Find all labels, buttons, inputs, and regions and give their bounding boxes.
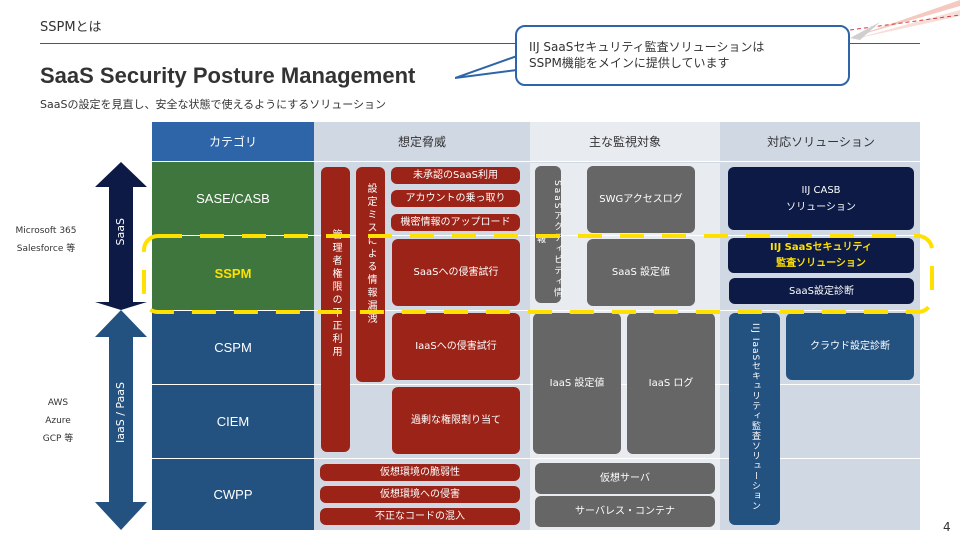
page-title: SaaS Security Posture Management: [40, 63, 416, 88]
threat-account-takeover: アカウントの乗っ取り: [391, 190, 520, 207]
category-cspm: CSPM: [152, 311, 314, 384]
page-number: 4: [943, 520, 951, 534]
header-targets: 主な監視対象: [530, 122, 720, 161]
sspm-highlight-frame: [142, 234, 934, 314]
target-virtual-server: 仮想サーバ: [535, 463, 715, 494]
solution-iij-saas-audit[interactable]: IIJ SaaSセキュリティ 監査ソリューション: [728, 238, 914, 273]
category-cwpp: CWPP: [152, 459, 314, 530]
row-divider: [152, 161, 920, 162]
saas-arrow-shape: [95, 162, 147, 310]
solution-iij-iaas-audit[interactable]: IIJ IaaSセキュリティ監査ソリューション: [729, 313, 780, 525]
threat-secret-upload: 機密情報のアップロード: [391, 214, 520, 231]
category-sspm: SSPM: [152, 236, 314, 310]
solution-iij-saas-audit-line2: 監査ソリューション: [776, 257, 866, 269]
solution-saas-config-diagnosis[interactable]: SaaS設定診断: [729, 278, 914, 304]
target-iaas-config: IaaS 設定値: [533, 313, 621, 454]
header-category: カテゴリ: [152, 122, 314, 161]
callout-box: IIJ SaaSセキュリティ監査ソリューションは SSPM機能をメインに提供して…: [515, 25, 850, 86]
threat-admin-misuse: 管理者権限の不正利用: [321, 167, 350, 452]
threat-vm-vulnerability: 仮想環境の脆弱性: [320, 464, 520, 481]
threat-saas-intrusion: SaaSへの侵害試行: [392, 239, 520, 306]
header-threats: 想定脅威: [316, 122, 528, 161]
iaas-example-2: Azure: [45, 416, 71, 426]
threat-vm-intrusion: 仮想環境への侵害: [320, 486, 520, 503]
iaas-examples: AWS Azure GCP 等: [18, 394, 98, 448]
solution-iij-casb[interactable]: IIJ CASB ソリューション: [728, 167, 914, 230]
decorative-lines: [850, 0, 960, 40]
iaas-arrow-label: IaaS / PaaS: [114, 382, 127, 444]
target-iaas-log: IaaS ログ: [627, 313, 715, 454]
target-swg-log: SWGアクセスログ: [587, 166, 695, 233]
threat-malicious-code: 不正なコードの混入: [320, 508, 520, 525]
callout-line-1: IIJ SaaSセキュリティ監査ソリューションは: [529, 40, 765, 54]
threat-excess-privilege: 過剰な権限割り当て: [392, 387, 520, 454]
threat-misconfig-leak: 設定ミスによる情報漏洩: [356, 167, 385, 382]
section-label: SSPMとは: [40, 20, 102, 35]
iaas-example-3: GCP 等: [42, 434, 74, 444]
category-sase-casb: SASE/CASB: [152, 162, 314, 235]
solution-iij-saas-audit-line1: IIJ SaaSセキュリティ: [770, 241, 872, 253]
callout-line-2: SSPM機能をメインに提供しています: [529, 56, 730, 70]
saas-arrow-label: SaaS: [114, 218, 127, 246]
iaas-arrow-shape: [95, 310, 147, 530]
row-divider: [152, 458, 920, 459]
solution-iij-casb-line1: IIJ CASB: [801, 184, 841, 196]
category-ciem: CIEM: [152, 385, 314, 458]
target-serverless-container: サーバレス・コンテナ: [535, 496, 715, 527]
iaas-example-1: AWS: [47, 398, 69, 408]
scope-arrows: [95, 162, 147, 530]
solution-cloud-config-diagnosis[interactable]: クラウド設定診断: [786, 313, 914, 380]
saas-example-1: Microsoft 365: [15, 226, 77, 236]
page-subtitle: SaaSの設定を見直し、安全な状態で使えるようにするソリューション: [40, 98, 387, 111]
target-saas-config: SaaS 設定値: [587, 239, 695, 306]
solution-iij-casb-line2: ソリューション: [786, 201, 856, 213]
saas-examples: Microsoft 365 Salesforce 等: [6, 222, 86, 258]
threat-iaas-intrusion: IaaSへの侵害試行: [392, 313, 520, 380]
threat-unapproved-saas: 未承認のSaaS利用: [391, 167, 520, 184]
header-solutions: 対応ソリューション: [722, 122, 920, 161]
saas-example-2: Salesforce 等: [16, 244, 76, 254]
header-divider: [40, 43, 920, 44]
